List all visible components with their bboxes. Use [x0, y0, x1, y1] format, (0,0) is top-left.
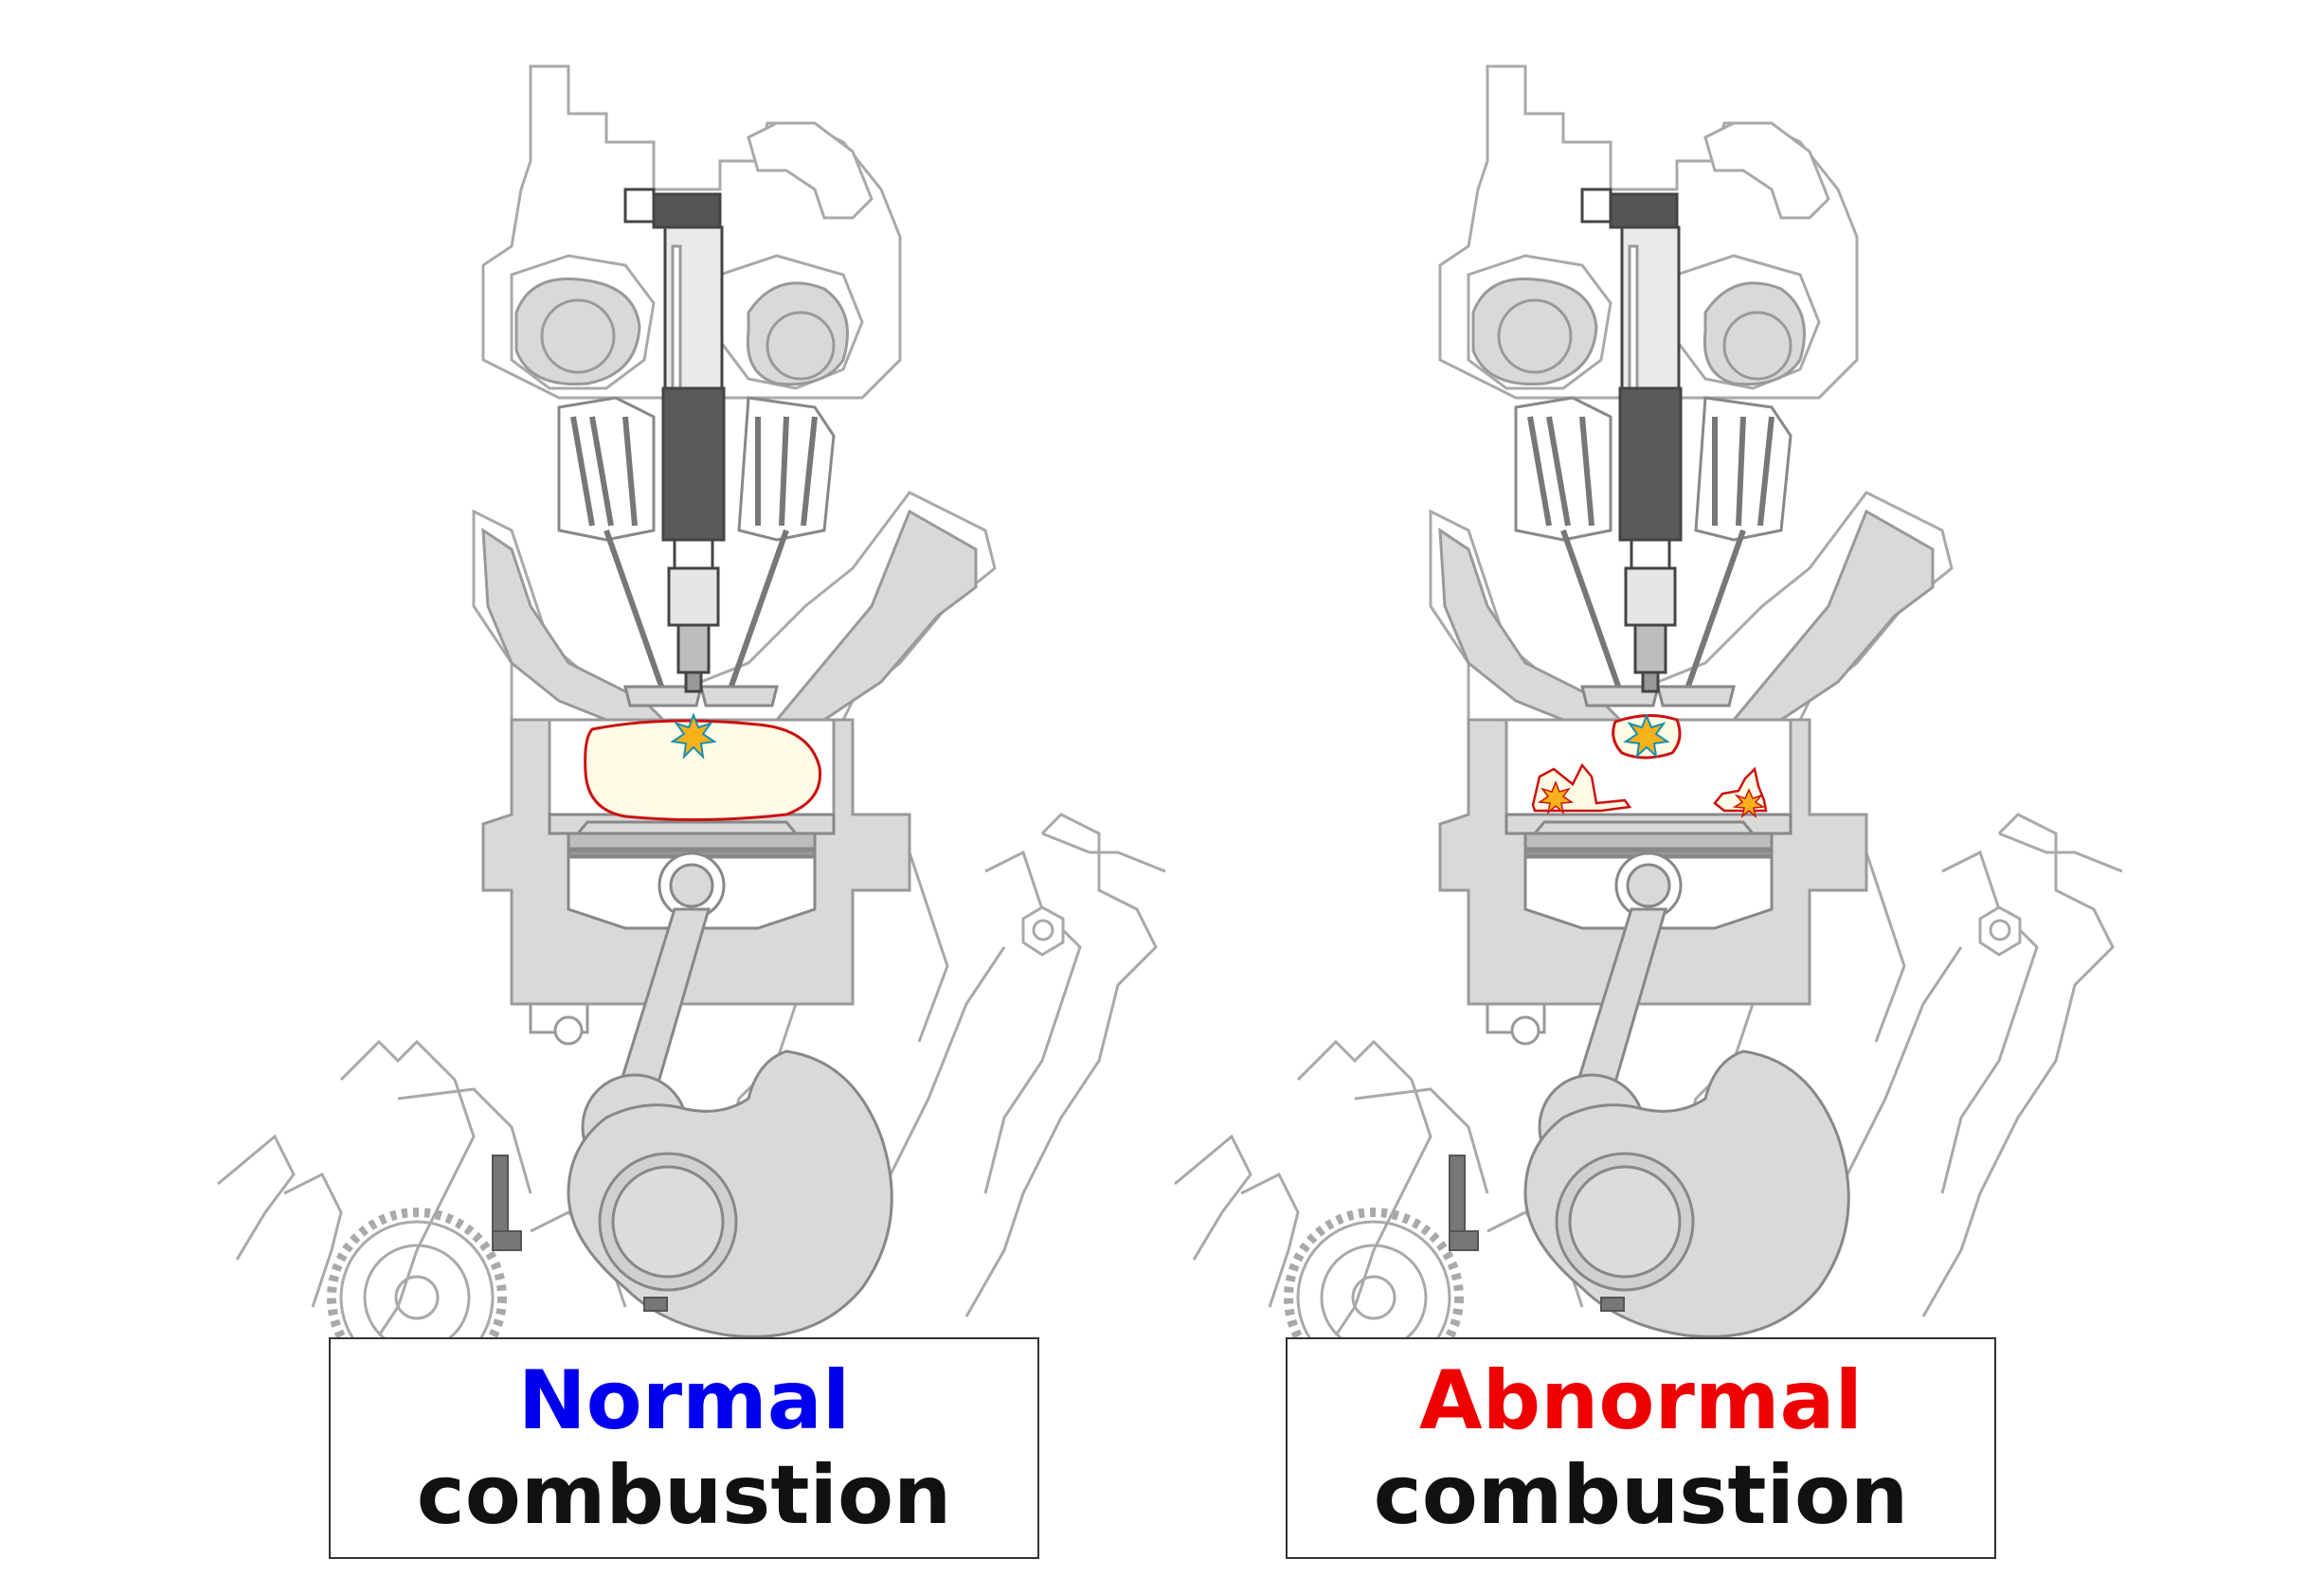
knock-left-spark-icon [1537, 779, 1575, 815]
abnormal-engine-panel [1175, 66, 2122, 1383]
normal-combustion-label: Normal combustion [329, 1337, 1039, 1559]
normal-engine-panel [218, 66, 1165, 1383]
normal-label-line1: Normal [517, 1353, 851, 1448]
abnormal-spark-icon [1623, 713, 1670, 759]
normal-flame-front [584, 719, 822, 822]
abnormal-label-line2: combustion [1373, 1448, 1909, 1543]
normal-label-line2: combustion [416, 1448, 952, 1543]
abnormal-combustion-label: Abnormal combustion [1286, 1337, 1996, 1559]
knock-right-spark-icon [1732, 788, 1766, 819]
abnormal-label-line1: Abnormal [1419, 1353, 1863, 1448]
normal-spark-icon [670, 712, 717, 760]
